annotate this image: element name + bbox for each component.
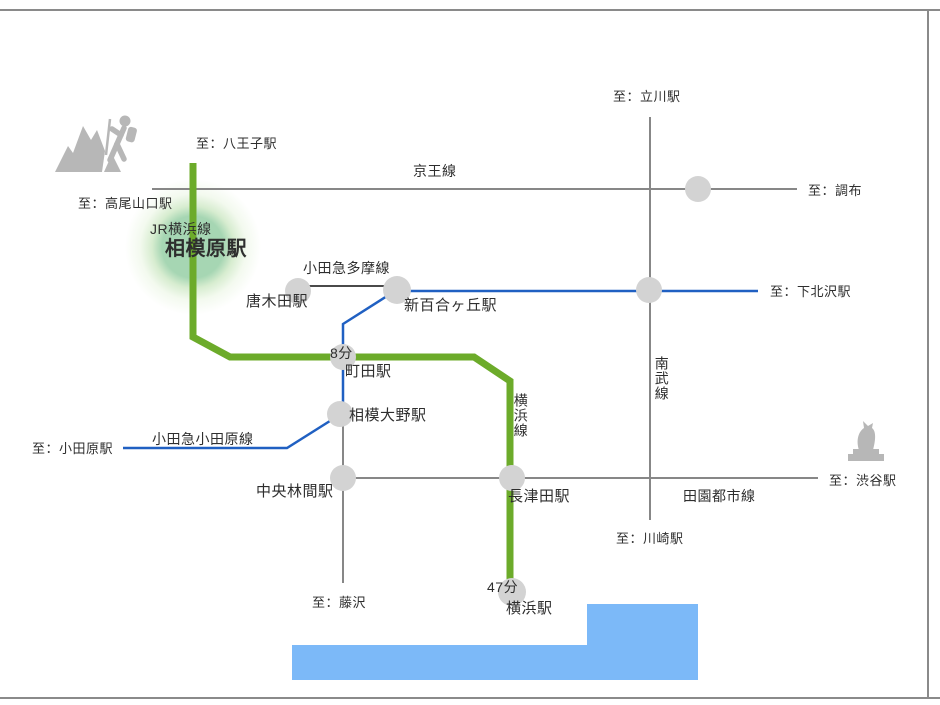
odakyu-tama-line-label: 小田急多摩線: [303, 260, 390, 276]
dest-kawasaki: 至：川崎駅: [616, 531, 684, 546]
chuo-rinkan-station: 中央林間駅: [256, 483, 334, 500]
station-dot-chuo-rinkan: [330, 465, 356, 491]
denentoshi-line-label: 田園都市線: [683, 488, 756, 504]
dest-fujisawa: 至：藤沢: [312, 595, 367, 610]
jr-yokohama-line-label: JR横浜線: [150, 221, 212, 237]
dest-shibuya: 至：渋谷駅: [829, 473, 897, 488]
dest-odawara: 至：小田原駅: [32, 441, 114, 456]
odakyu-odawara-line-label: 小田急小田原線: [152, 431, 254, 447]
station-dot-machida: [330, 344, 356, 370]
station-dot-sagami-ono: [327, 401, 353, 427]
tokyo-bay-water: [292, 604, 698, 680]
station-dot-shin-yurigaoka: [383, 276, 411, 304]
karakida-station: 唐木田駅: [246, 293, 309, 310]
dest-chofu: 至：調布: [808, 183, 863, 198]
station-dot-tama-nambu-crossing: [636, 277, 662, 303]
time-8min: 8分: [330, 345, 353, 361]
machida-station: 町田駅: [345, 363, 392, 380]
dest-shimokitazawa: 至：下北沢駅: [770, 284, 852, 299]
yokohama-line-label: 横浜線: [512, 393, 529, 438]
station-dot-karakida: [285, 278, 311, 304]
frame-border-right: [927, 9, 929, 699]
hachiko-dog-statue-icon: [848, 421, 884, 461]
yokohama-station: 横浜駅: [506, 600, 553, 617]
dest-hachioji: 至：八王子駅: [196, 136, 278, 151]
keio-line-label: 京王線: [413, 163, 457, 179]
station-dot-keio-chofu-crossing: [685, 176, 711, 202]
nagatsuta-station: 長津田駅: [508, 488, 571, 505]
frame-border-top: [0, 9, 940, 11]
nambu-line-label: 南武線: [653, 356, 670, 401]
shin-yurigaoka-station: 新百合ヶ丘駅: [404, 297, 498, 314]
dest-takaosanguchi: 至：高尾山口駅: [78, 196, 173, 211]
station-dot-yokohama: [498, 578, 526, 606]
mountain-climber-icon: [55, 115, 137, 172]
sagami-ono-station: 相模大野駅: [349, 407, 427, 424]
dest-tachikawa: 至：立川駅: [613, 89, 681, 104]
station-dot-nagatsuta: [499, 465, 525, 491]
time-47min: 47分: [487, 579, 519, 595]
sagamihara-station: 相模原駅: [165, 238, 247, 260]
frame-border-bottom: [0, 697, 940, 699]
